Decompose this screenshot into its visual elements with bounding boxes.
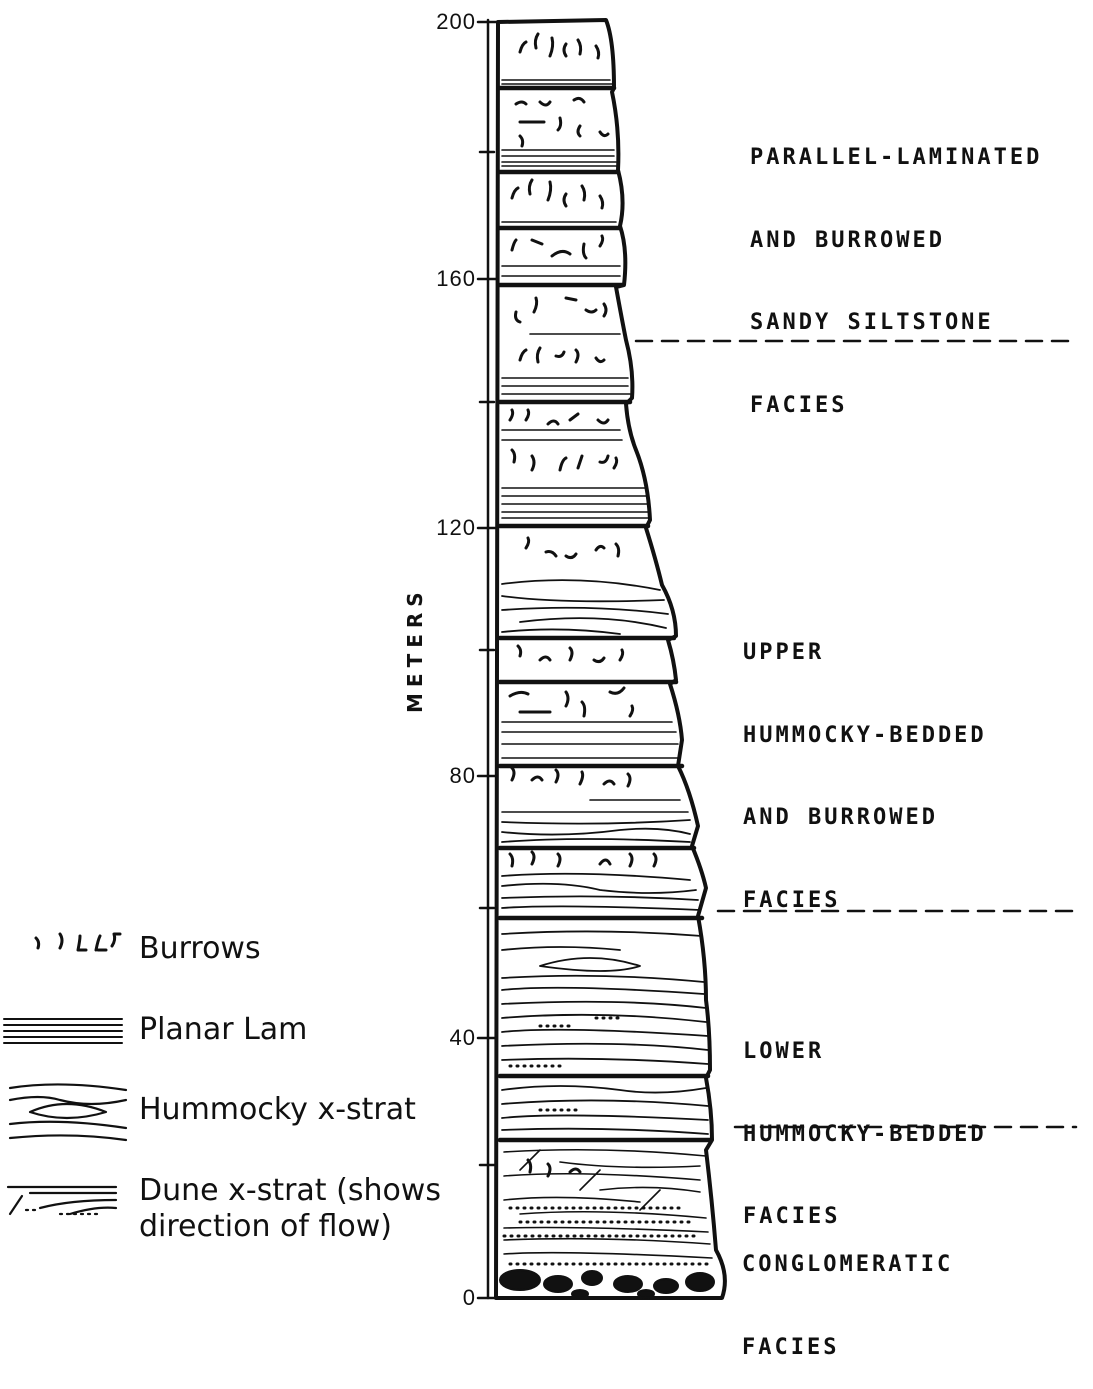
- y-tick-label: 200: [436, 9, 476, 34]
- facies-label-line: FACIES: [743, 887, 841, 913]
- y-tick-label: 120: [436, 515, 476, 540]
- facies-label-line: HUMMOCKY-BEDDED: [743, 1121, 987, 1147]
- column-outline: [494, 18, 727, 1300]
- legend-label-planar-lam: Planar Lam: [139, 1012, 308, 1047]
- hummocky-cross-stratification-icon: [8, 1083, 128, 1142]
- facies-label-conglomeratic: CONGLOMERATIC FACIES: [742, 1196, 953, 1389]
- y-tick-label: 80: [449, 763, 476, 788]
- dune-cross-strata: [503, 1148, 713, 1259]
- y-axis-title: METERS: [403, 586, 427, 713]
- facies-label-line: CONGLOMERATIC: [742, 1252, 954, 1277]
- y-tick-label: 160: [436, 266, 476, 291]
- vertical-axis: [476, 18, 498, 1300]
- burrows-icon: [34, 932, 122, 952]
- facies-label-line: AND BURROWED: [750, 227, 945, 253]
- bed-boundaries: [497, 85, 713, 1143]
- facies-label-upper-hummocky: UPPER HUMMOCKY-BEDDED AND BURROWED FACIE…: [743, 584, 987, 942]
- facies-label-line: UPPER: [743, 640, 825, 665]
- legend-label-hummocky: Hummocky x-strat: [139, 1092, 416, 1127]
- facies-boundary-lines: [634, 339, 1078, 1129]
- conglomerate-clasts: [499, 1269, 715, 1299]
- y-tick-label: 0: [462, 1285, 476, 1310]
- sand-grains: [502, 1016, 712, 1266]
- facies-label-line: FACIES: [743, 1204, 841, 1229]
- legend-label-dune: Dune x-strat (shows direction of flow): [139, 1173, 441, 1244]
- planar-lamination-icon: [3, 1018, 123, 1044]
- facies-label-parallel-laminated: PARALLEL-LAMINATED AND BURROWED SANDY SI…: [750, 89, 1042, 447]
- facies-label-line: SANDY SILTSTONE: [750, 310, 994, 335]
- dune-cross-stratification-icon: [6, 1185, 118, 1216]
- burrow-marks: [508, 32, 658, 1178]
- planar-laminations: [501, 79, 689, 813]
- facies-label-line: FACIES: [750, 392, 848, 418]
- facies-label-line: LOWER: [743, 1039, 825, 1064]
- legend-label-burrows: Burrows: [139, 931, 261, 966]
- stratigraphic-column-diagram: [3, 18, 1078, 1300]
- facies-label-line: FACIES: [742, 1334, 840, 1360]
- facies-label-line: PARALLEL-LAMINATED: [750, 145, 1043, 170]
- facies-label-line: AND BURROWED: [743, 805, 938, 830]
- facies-label-line: HUMMOCKY-BEDDED: [743, 722, 987, 748]
- y-tick-label: 40: [449, 1025, 476, 1050]
- facies-label-lower-hummocky: LOWER HUMMOCKY-BEDDED FACIES: [743, 983, 987, 1258]
- hummocky-strata: [501, 579, 709, 1135]
